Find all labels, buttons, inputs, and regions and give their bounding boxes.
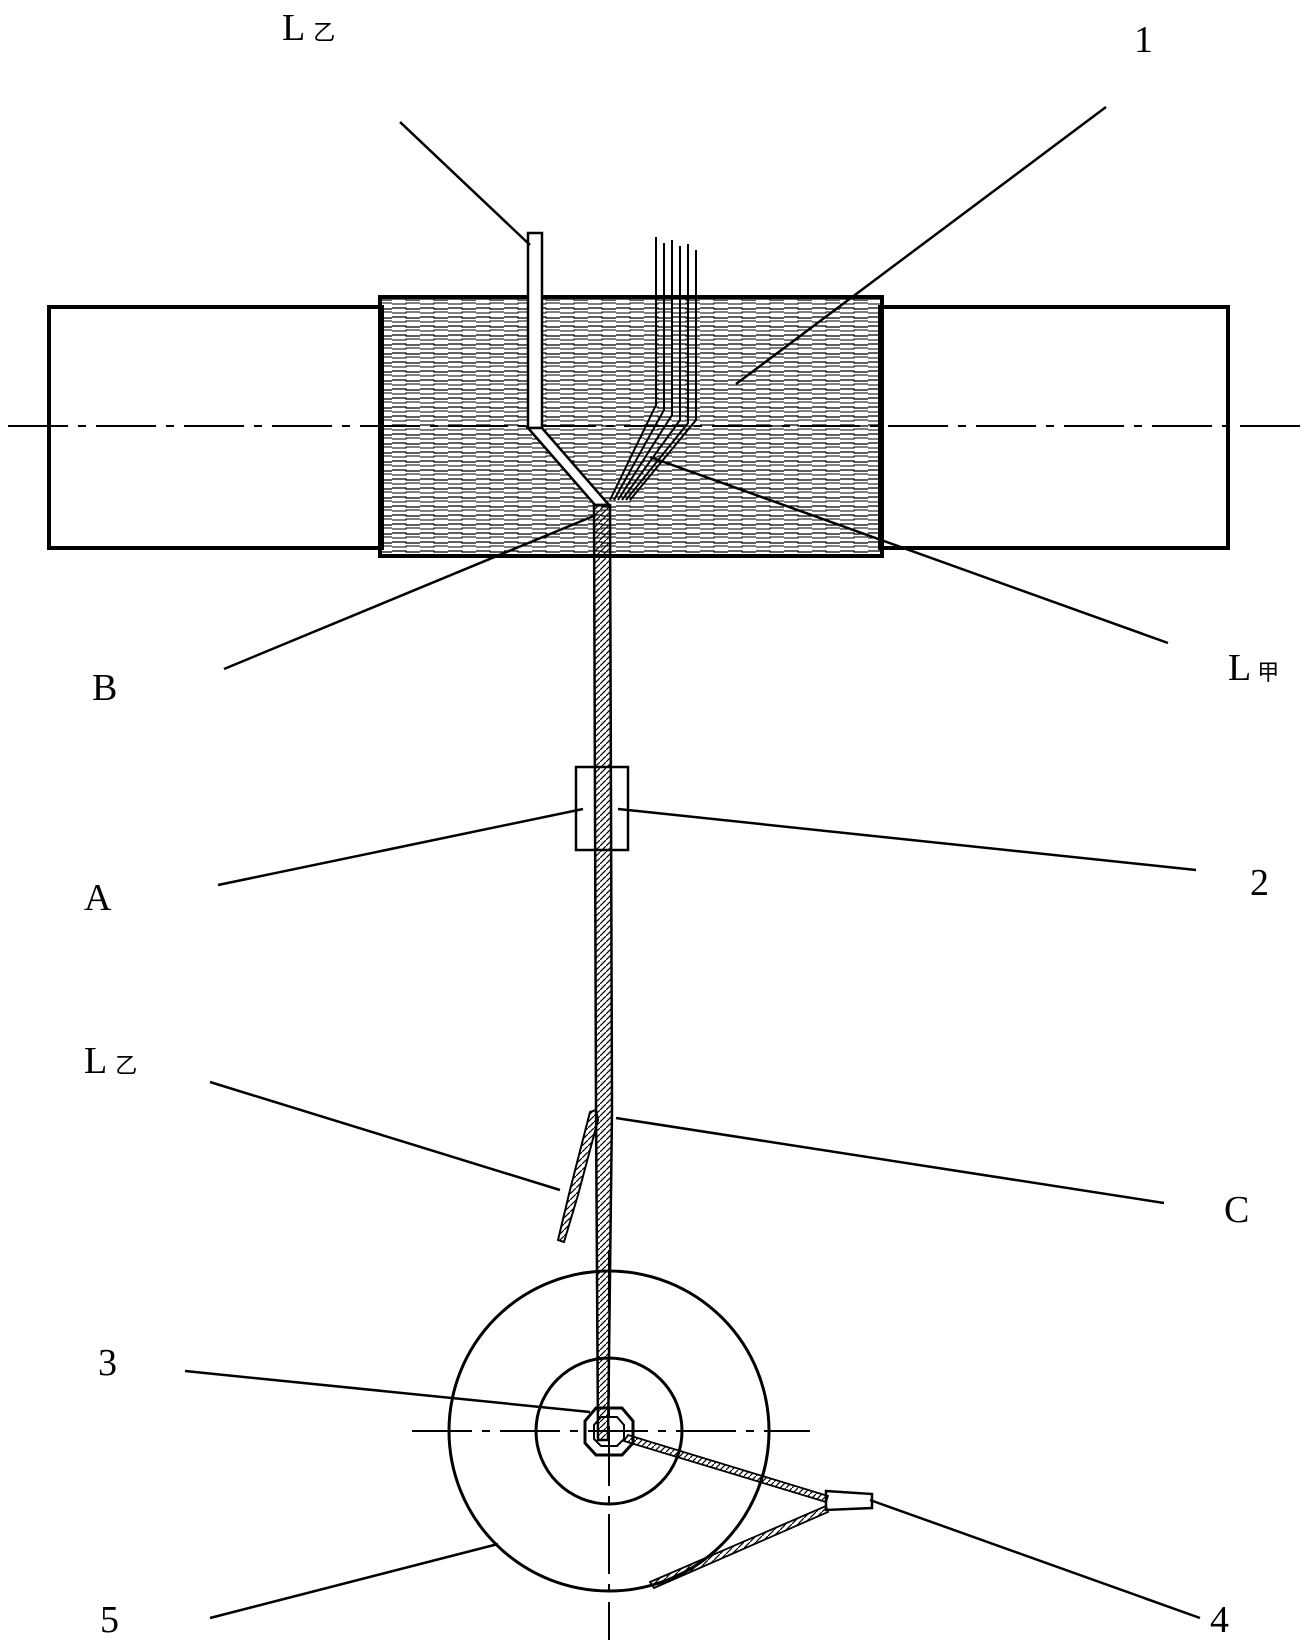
label-point-b: B xyxy=(92,667,117,709)
traverse-yarn-upper xyxy=(624,1435,828,1502)
traverse-yarn-lower xyxy=(650,1506,828,1588)
l-yi-strand-lower xyxy=(558,1110,598,1242)
label-part-5: 5 xyxy=(100,1599,119,1641)
label-l-yi-mid: L乙 xyxy=(84,1040,137,1082)
roller-right-shaft xyxy=(880,307,1228,548)
label-part-4: 4 xyxy=(1210,1599,1229,1641)
label-part-1: 1 xyxy=(1134,19,1153,61)
label-l-yi-top: L乙 xyxy=(282,7,335,49)
label-part-2: 2 xyxy=(1250,862,1269,904)
label-point-c: C xyxy=(1224,1189,1249,1231)
label-l-jia: L甲 xyxy=(1228,647,1279,689)
traverse-guide-4 xyxy=(826,1491,872,1510)
label-part-3: 3 xyxy=(98,1342,117,1384)
label-point-a: A xyxy=(84,877,112,919)
roller-left-shaft xyxy=(49,307,382,548)
l-yi-strand-top xyxy=(528,233,542,428)
